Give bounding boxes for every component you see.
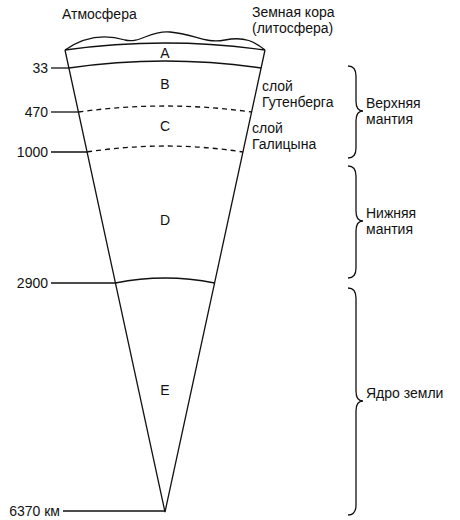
- gutenberg-layer: [78, 106, 251, 112]
- layer-letter: C: [160, 118, 170, 134]
- depth-tick: [63, 510, 165, 511]
- earth-layer: B: [158, 76, 171, 92]
- galitsyn-layer: [87, 146, 243, 152]
- layer-label: слой Галицына: [252, 120, 338, 152]
- depth-value: 470: [0, 104, 48, 120]
- depth-value: 1000: [0, 144, 48, 160]
- layer-letter: E: [160, 382, 169, 398]
- depth-value: 2900: [0, 275, 48, 291]
- layer-label: слой Гутенберга: [262, 78, 348, 110]
- wedge-sides: [65, 50, 265, 512]
- layer-letter: A: [160, 45, 169, 61]
- earth-layer: E: [158, 382, 171, 398]
- depth-tick: [51, 151, 87, 152]
- depth-tick: [51, 67, 69, 68]
- earth-layer: C: [158, 118, 172, 134]
- depth-value: 33: [0, 60, 48, 76]
- core-boundary: [115, 278, 214, 283]
- earth-layer: D: [158, 212, 172, 228]
- depth-value: 6370 км: [0, 503, 60, 519]
- depth-tick: [51, 282, 115, 283]
- crust-arc: [69, 61, 261, 68]
- bracket: [348, 288, 363, 515]
- bracket: [348, 66, 363, 158]
- layer-letter: B: [160, 76, 169, 92]
- layer-label: Ядро земли: [366, 385, 456, 401]
- earth-layer: A: [158, 45, 171, 61]
- layer-label: Атмосфера: [62, 6, 172, 22]
- bracket: [348, 166, 363, 278]
- layer-letter: D: [160, 212, 170, 228]
- layer-label: Земная кора (литосфера): [252, 4, 352, 36]
- layer-label: Верхняя мантия: [366, 95, 456, 127]
- depth-tick: [51, 111, 78, 112]
- layer-label: Нижняя мантия: [366, 205, 456, 237]
